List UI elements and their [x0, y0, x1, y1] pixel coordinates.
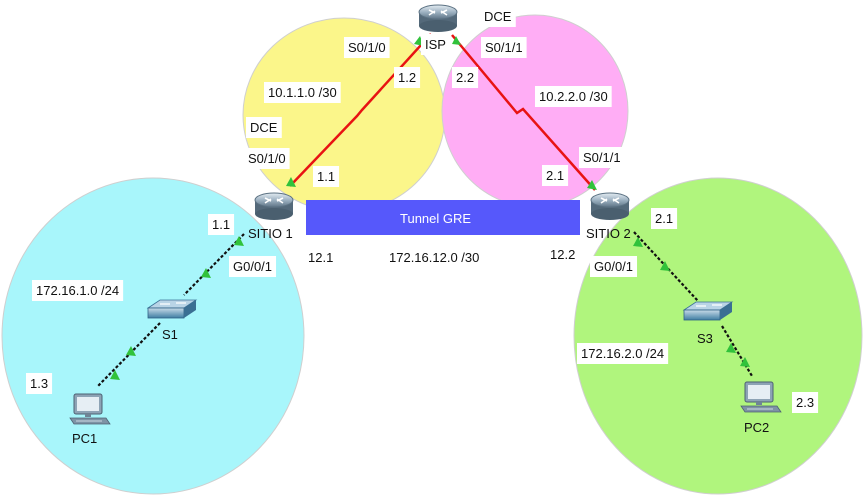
label-background: [246, 117, 282, 138]
address-label-isp-wan2: 2.2: [456, 70, 474, 85]
label-background: [421, 34, 450, 55]
link-status-icon: [110, 370, 120, 380]
interface-label-isp-s010: S0/1/0: [348, 40, 386, 55]
label-background: [208, 214, 235, 235]
device-label-s3: S3: [697, 331, 713, 346]
label-background: [651, 208, 678, 229]
interface-label-r1-g001: G0/0/1: [233, 259, 272, 274]
device-label-sitio1: SITIO 1: [248, 226, 293, 241]
link-status-icon: [726, 343, 736, 353]
lan1-area: [1, 177, 305, 495]
network-label-lan1: 172.16.1.0 /24: [36, 283, 119, 298]
address-label-pc1: 1.3: [30, 376, 48, 391]
interface-label-r2-s011: S0/1/1: [583, 150, 621, 165]
serial-link-isp-sitio2[interactable]: [451, 34, 596, 191]
address-label-pc2: 2.3: [796, 395, 814, 410]
label-background: [579, 147, 625, 168]
device-label-sitio2: SITIO 2: [586, 226, 631, 241]
label-background: [385, 247, 484, 268]
address-label-r2-tunnel: 12.2: [550, 247, 575, 262]
network-label-wan1: 10.1.1.0 /30: [268, 85, 337, 100]
link-status-icon: [126, 346, 136, 356]
ethernet-link-sitio1-s1[interactable]: [183, 233, 245, 296]
label-background: [244, 148, 290, 169]
address-label-r1-wan: 1.1: [317, 169, 335, 184]
network-label-wan2: 10.2.2.0 /30: [539, 89, 608, 104]
address-label-r1-lan: 1.1: [212, 217, 230, 232]
interface-label-r2-g001: G0/0/1: [594, 259, 633, 274]
link-status-icon: [201, 268, 211, 278]
label-background: [542, 165, 569, 186]
network-label-lan2: 172.16.2.0 /24: [581, 346, 664, 361]
label-background: [480, 6, 516, 27]
address-label-r1-tunnel: 12.1: [308, 250, 333, 265]
label-background: [792, 392, 819, 413]
device-label-isp: ISP: [425, 37, 446, 52]
label-background: [313, 166, 340, 187]
dce-label-isp: DCE: [484, 9, 512, 24]
network-label-tunnel: 172.16.12.0 /30: [389, 250, 479, 265]
label-background: [590, 256, 638, 277]
label-background: [26, 373, 53, 394]
device-label-pc1: PC1: [72, 431, 97, 446]
label-background: [264, 82, 341, 103]
link-status-icon: [660, 261, 670, 271]
address-label-r2-wan: 2.1: [546, 168, 564, 183]
link-status-icon: [452, 36, 461, 45]
label-background: [229, 256, 277, 277]
label-background: [394, 67, 421, 88]
label-background: [535, 86, 612, 107]
address-label-r2-lan: 2.1: [655, 211, 673, 226]
link-status-icon: [587, 180, 597, 190]
label-background: [32, 280, 124, 301]
link-status-icon: [740, 357, 750, 367]
lan2-area: [573, 177, 863, 495]
dce-label-sitio1: DCE: [250, 120, 278, 135]
label-background: [577, 343, 669, 364]
interface-label-r1-s010: S0/1/0: [248, 151, 286, 166]
wan2-area: [441, 14, 629, 208]
router-isp-icon[interactable]: [418, 4, 458, 33]
device-label-s1: S1: [162, 327, 178, 342]
router-sitio1-icon[interactable]: [254, 192, 294, 221]
label-background: [304, 247, 338, 268]
link-status-icon: [234, 236, 244, 246]
interface-label-isp-s011: S0/1/1: [485, 40, 523, 55]
tunnel-label: Tunnel GRE: [400, 211, 471, 226]
link-status-icon: [286, 177, 296, 187]
label-background: [344, 37, 390, 58]
label-background: [546, 244, 580, 265]
label-background: [481, 37, 527, 58]
gre-tunnel[interactable]: [306, 200, 580, 235]
device-label-pc2: PC2: [744, 420, 769, 435]
link-status-icon: [633, 237, 643, 247]
address-label-isp-wan1: 1.2: [398, 70, 416, 85]
label-background: [452, 67, 479, 88]
router-sitio2-icon[interactable]: [590, 192, 630, 221]
